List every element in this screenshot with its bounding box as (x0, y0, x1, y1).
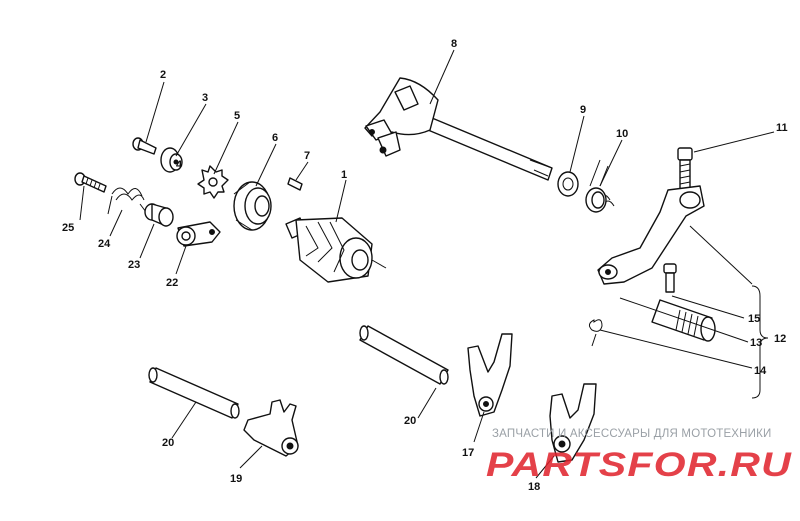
part-2-screw (132, 137, 157, 155)
callout-9: 9 (580, 104, 586, 116)
part-3-washer (160, 147, 183, 173)
callout-14: 14 (754, 365, 767, 377)
callout-3: 3 (202, 92, 208, 104)
watermark-subtitle: ЗАПЧАСТИ И АКСЕССУАРЫ ДЛЯ МОТОТЕХНИКИ (492, 428, 772, 440)
part-6-bearing (233, 181, 272, 231)
callout-7: 7 (304, 150, 310, 162)
callout-8: 8 (451, 38, 457, 50)
watermark-logo-text: PARTSFOR.RU (486, 446, 793, 484)
callout-4: 4 (176, 159, 183, 171)
callout-12: 12 (774, 333, 786, 345)
callout-10: 10 (616, 128, 628, 140)
part-17-shift-fork (467, 333, 513, 417)
callout-5: 5 (234, 110, 240, 122)
callout-2: 2 (160, 69, 166, 81)
callout-1: 1 (341, 169, 347, 181)
callout-20-right: 20 (404, 415, 416, 427)
part-19-shift-fork (243, 399, 299, 457)
leader-lines (79, 49, 775, 479)
callout-labels: 1 2 3 4 5 6 7 8 9 10 11 12 13 14 15 17 1… (62, 38, 788, 493)
part-9-collar (557, 171, 579, 197)
part-5-star-plate (197, 165, 229, 199)
part-15-pin (663, 263, 677, 293)
part-23-roller (144, 203, 174, 227)
part-25-bolt (74, 172, 107, 193)
callout-20-left: 20 (162, 437, 174, 449)
callout-13: 13 (750, 337, 762, 349)
callout-19: 19 (230, 473, 242, 485)
part-18-shift-fork (549, 383, 597, 463)
part-8-shift-shaft (364, 77, 553, 181)
watermark-logo: PARTSFOR.RU (486, 446, 793, 484)
part-20-fork-rod-left (148, 367, 240, 419)
callout-11: 11 (776, 122, 788, 134)
part-10-spring (585, 159, 615, 213)
callout-22: 22 (166, 277, 178, 289)
part-12-shift-lever (597, 185, 705, 285)
part-13-sleeve (651, 299, 716, 342)
callout-17: 17 (462, 447, 474, 459)
callout-6: 6 (272, 132, 278, 144)
callout-25: 25 (62, 222, 74, 234)
callout-15: 15 (748, 313, 760, 325)
part-14-clip (588, 319, 603, 347)
part-7-pin (287, 177, 303, 191)
callout-23: 23 (128, 259, 140, 271)
part-20-fork-rod-right (359, 325, 449, 385)
part-24-spring (107, 187, 147, 215)
callout-24: 24 (98, 238, 111, 250)
part-1-shift-drum (285, 217, 387, 283)
callout-18: 18 (528, 481, 540, 493)
part-22-stopper-arm (176, 221, 221, 247)
